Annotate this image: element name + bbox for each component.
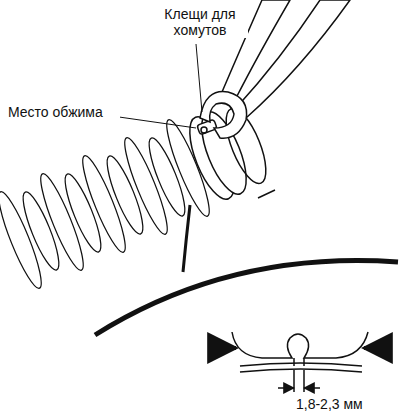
- dimension-label: 1,8-2,3 мм: [294, 396, 398, 412]
- clamp-band: [181, 96, 275, 205]
- boot-bellows: [0, 116, 216, 291]
- part-label: Место обжима: [6, 104, 120, 120]
- leader-line: [196, 44, 202, 112]
- crimp-detail: [212, 332, 388, 392]
- leader-line: [112, 116, 196, 128]
- housing-arc: [95, 261, 398, 335]
- tool-label: Клещи для хомутов: [152, 6, 248, 38]
